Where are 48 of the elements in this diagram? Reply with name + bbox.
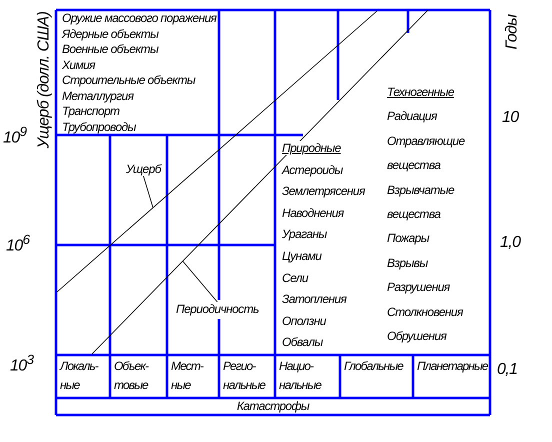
list-item: Цунами	[282, 249, 322, 263]
scale-title: Катастрофы	[56, 398, 490, 415]
tick-label: 0,1	[497, 360, 518, 380]
list-item: Оружие массового поражения	[62, 11, 216, 25]
list-item: Ураганы	[282, 227, 327, 242]
leader-line	[143, 176, 154, 208]
list-item: Землетрясения	[282, 184, 365, 198]
list-item: Военные объекты	[62, 42, 158, 56]
list-heading: Техногенные	[387, 85, 454, 99]
list-item: Отравляющие	[387, 134, 465, 148]
axis-title: Ущерб (долл. США)	[34, 12, 53, 148]
list-item: Химия	[62, 58, 95, 72]
list-item: вещества	[387, 207, 440, 221]
list-item: Затопления	[282, 292, 346, 306]
trend-line	[56, 10, 378, 292]
leader-line	[182, 260, 218, 302]
scale-level: Глобальные	[344, 357, 414, 376]
list-item: Наводнения	[282, 206, 344, 220]
list-heading: Природные	[282, 141, 341, 155]
scale-level: Объек-товые	[114, 357, 156, 395]
list-item: Разрушения	[387, 280, 450, 294]
list-item: Сели	[282, 270, 308, 285]
list-item: Столкновения	[387, 304, 463, 319]
list-item: Радиация	[387, 109, 437, 124]
list-item: Ядерные объекты	[62, 26, 158, 40]
list-item: Астероиды	[282, 162, 343, 177]
scale-level: Планетарные	[417, 357, 493, 376]
list-item: Оползни	[282, 314, 326, 328]
list-item: Пожары	[387, 231, 429, 246]
list-item: Взрывы	[387, 256, 428, 270]
scale-level: Нацио-нальные	[279, 357, 327, 395]
list-item: Металлургия	[62, 88, 134, 102]
tick-label: 1,0	[500, 233, 520, 253]
list-item: Транспорт	[62, 104, 120, 118]
tick-label: 10	[502, 108, 519, 128]
scale-level: Регио-нальные	[223, 357, 267, 395]
tick-label: 10$^{9}$	[3, 123, 26, 148]
tick-label: 10$^{6}$	[6, 231, 30, 256]
scale-level: Мест-ные	[171, 357, 207, 395]
list-item: Обрушения	[387, 329, 446, 343]
list-item: Трубопроводы	[62, 120, 136, 134]
list-item: Строительные объекты	[62, 73, 196, 87]
list-item: Взрывчатые	[387, 182, 454, 197]
list-item: вещества	[387, 158, 440, 172]
scale-level: Локаль-ные	[60, 357, 102, 395]
list-item: Обвалы	[282, 335, 323, 350]
tick-label: 10$^{3}$	[10, 351, 34, 376]
axis-title: Годы	[502, 14, 521, 50]
